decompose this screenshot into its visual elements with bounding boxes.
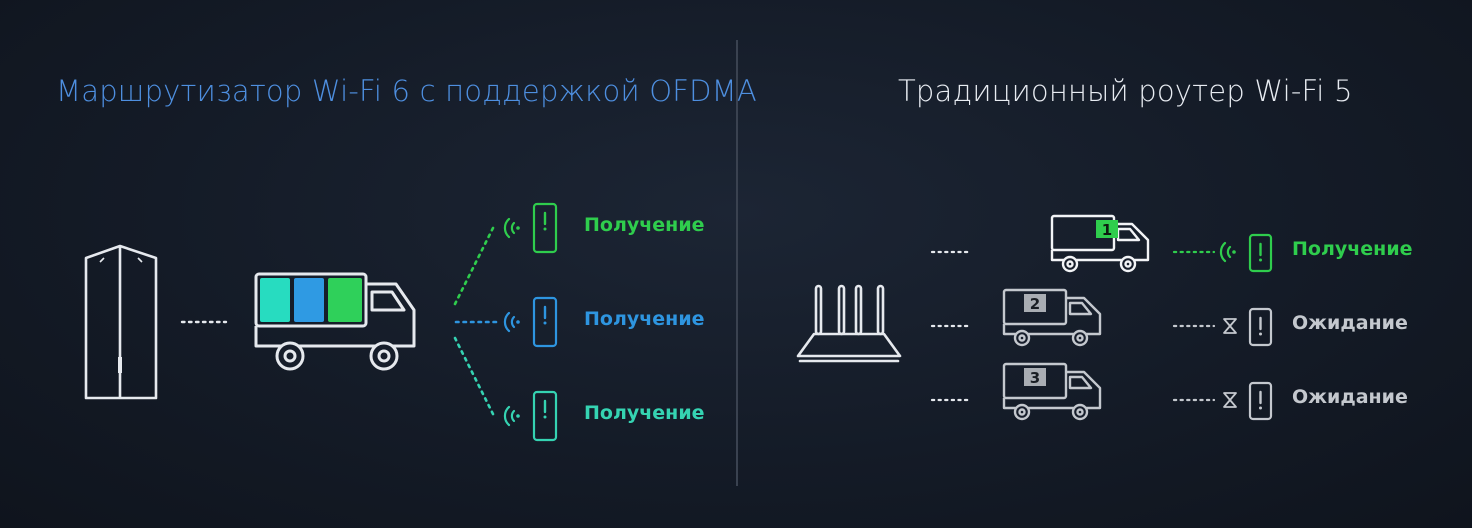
device-list [503,202,558,442]
device-row [503,296,558,348]
cargo-block [328,278,362,322]
smartphone-icon [532,390,558,442]
smartphone-icon [1248,381,1273,421]
fanout-links [453,224,500,418]
delivery-truck-icon [254,272,416,371]
device-status-label: Получение [584,402,705,424]
wifi5-diagram: 1 2 3 [796,214,1273,421]
truck-number: 2 [1030,295,1040,313]
wifi6-panel: Маршрутизатор Wi-Fi 6 с поддержкой OFDMA [56,74,757,442]
delivery-truck-icon [1050,214,1150,273]
wifi-signal-icon [503,217,520,239]
hourglass-icon [1223,392,1237,408]
device-row [503,202,558,254]
device-status-label: Ожидание [1292,312,1408,334]
cargo-block [1024,368,1046,386]
wifi-signal-icon [503,311,520,333]
hourglass-icon [1223,318,1237,334]
wifi6-diagram [84,202,558,442]
device-status-label: Получение [1292,238,1413,260]
device-row [503,390,558,442]
device-status-label: Получение [584,308,705,330]
smartphone-icon [532,296,558,348]
device-status-label: Ожидание [1292,386,1408,408]
cargo-block [1024,294,1046,312]
wifi-signal-icon [503,405,520,427]
smartphone-icon [532,202,558,254]
smartphone-icon [1248,233,1273,273]
delivery-truck-icon [1002,288,1102,347]
wifi6-title: Маршрутизатор Wi-Fi 6 с поддержкой OFDMA [56,74,757,108]
delivery-truck-icon [1002,362,1102,421]
transmission-row: 2 [930,288,1273,347]
cargo-block [1096,220,1118,238]
truck-number: 3 [1030,369,1040,387]
wifi-signal-icon [1219,241,1236,263]
transmission-row: 3 [930,362,1273,421]
wifi5-panel: Традиционный роутер Wi-Fi 5 1 2 3 Получени… [738,0,1472,528]
wifi5-title: Традиционный роутер Wi-Fi 5 [898,74,1353,108]
mesh-router-icon [84,244,158,400]
truck-number: 1 [1102,221,1112,239]
device-status-label: Получение [584,214,705,236]
cargo-block [260,278,290,322]
router-antennas-icon [796,284,902,363]
smartphone-icon [1248,307,1273,347]
transmission-row: 1 [930,214,1273,273]
panel-divider [736,40,738,486]
cargo-block [294,278,324,322]
sequential-rows: 1 2 3 [930,214,1273,421]
